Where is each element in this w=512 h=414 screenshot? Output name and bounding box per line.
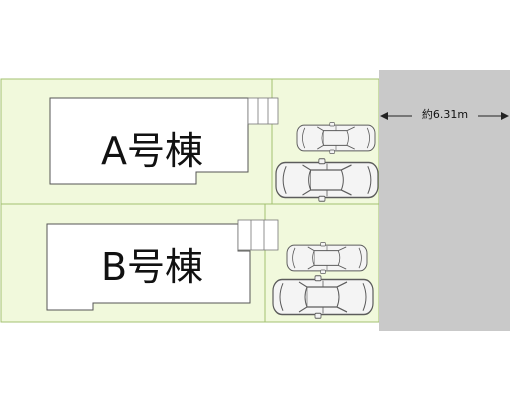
building-a-steps bbox=[247, 97, 279, 125]
car-b-2 bbox=[272, 275, 374, 319]
road-width-label: 約6.31m bbox=[422, 107, 468, 121]
building-a-label: A号棟 bbox=[101, 129, 203, 173]
building-b-steps bbox=[237, 219, 279, 251]
car-b-1 bbox=[286, 241, 368, 275]
car-a-1 bbox=[296, 121, 376, 155]
building-b-label: B号棟 bbox=[101, 245, 203, 289]
road-width-dimension: 約6.31m bbox=[380, 107, 509, 122]
car-a-2 bbox=[275, 158, 379, 202]
